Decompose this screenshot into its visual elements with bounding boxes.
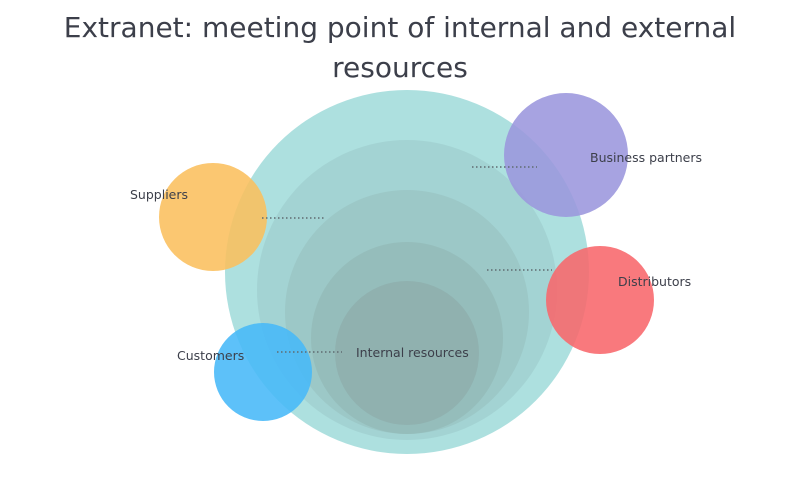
- suppliers-label: Suppliers: [130, 187, 188, 202]
- business-partners-label: Business partners: [590, 150, 702, 165]
- suppliers-circle: [159, 163, 267, 271]
- customers-circle: [214, 323, 312, 421]
- diagram-title: Extranet: meeting point of internal and …: [63, 11, 737, 84]
- business-partners-circle: [504, 93, 628, 217]
- distributors-label: Distributors: [618, 274, 691, 289]
- distributors-circle: [546, 246, 654, 354]
- internal-resources-label: Internal resources: [356, 345, 469, 360]
- customers-label: Customers: [177, 348, 244, 363]
- internal-resources-group: [225, 90, 589, 454]
- internal-circle-core: [335, 281, 479, 425]
